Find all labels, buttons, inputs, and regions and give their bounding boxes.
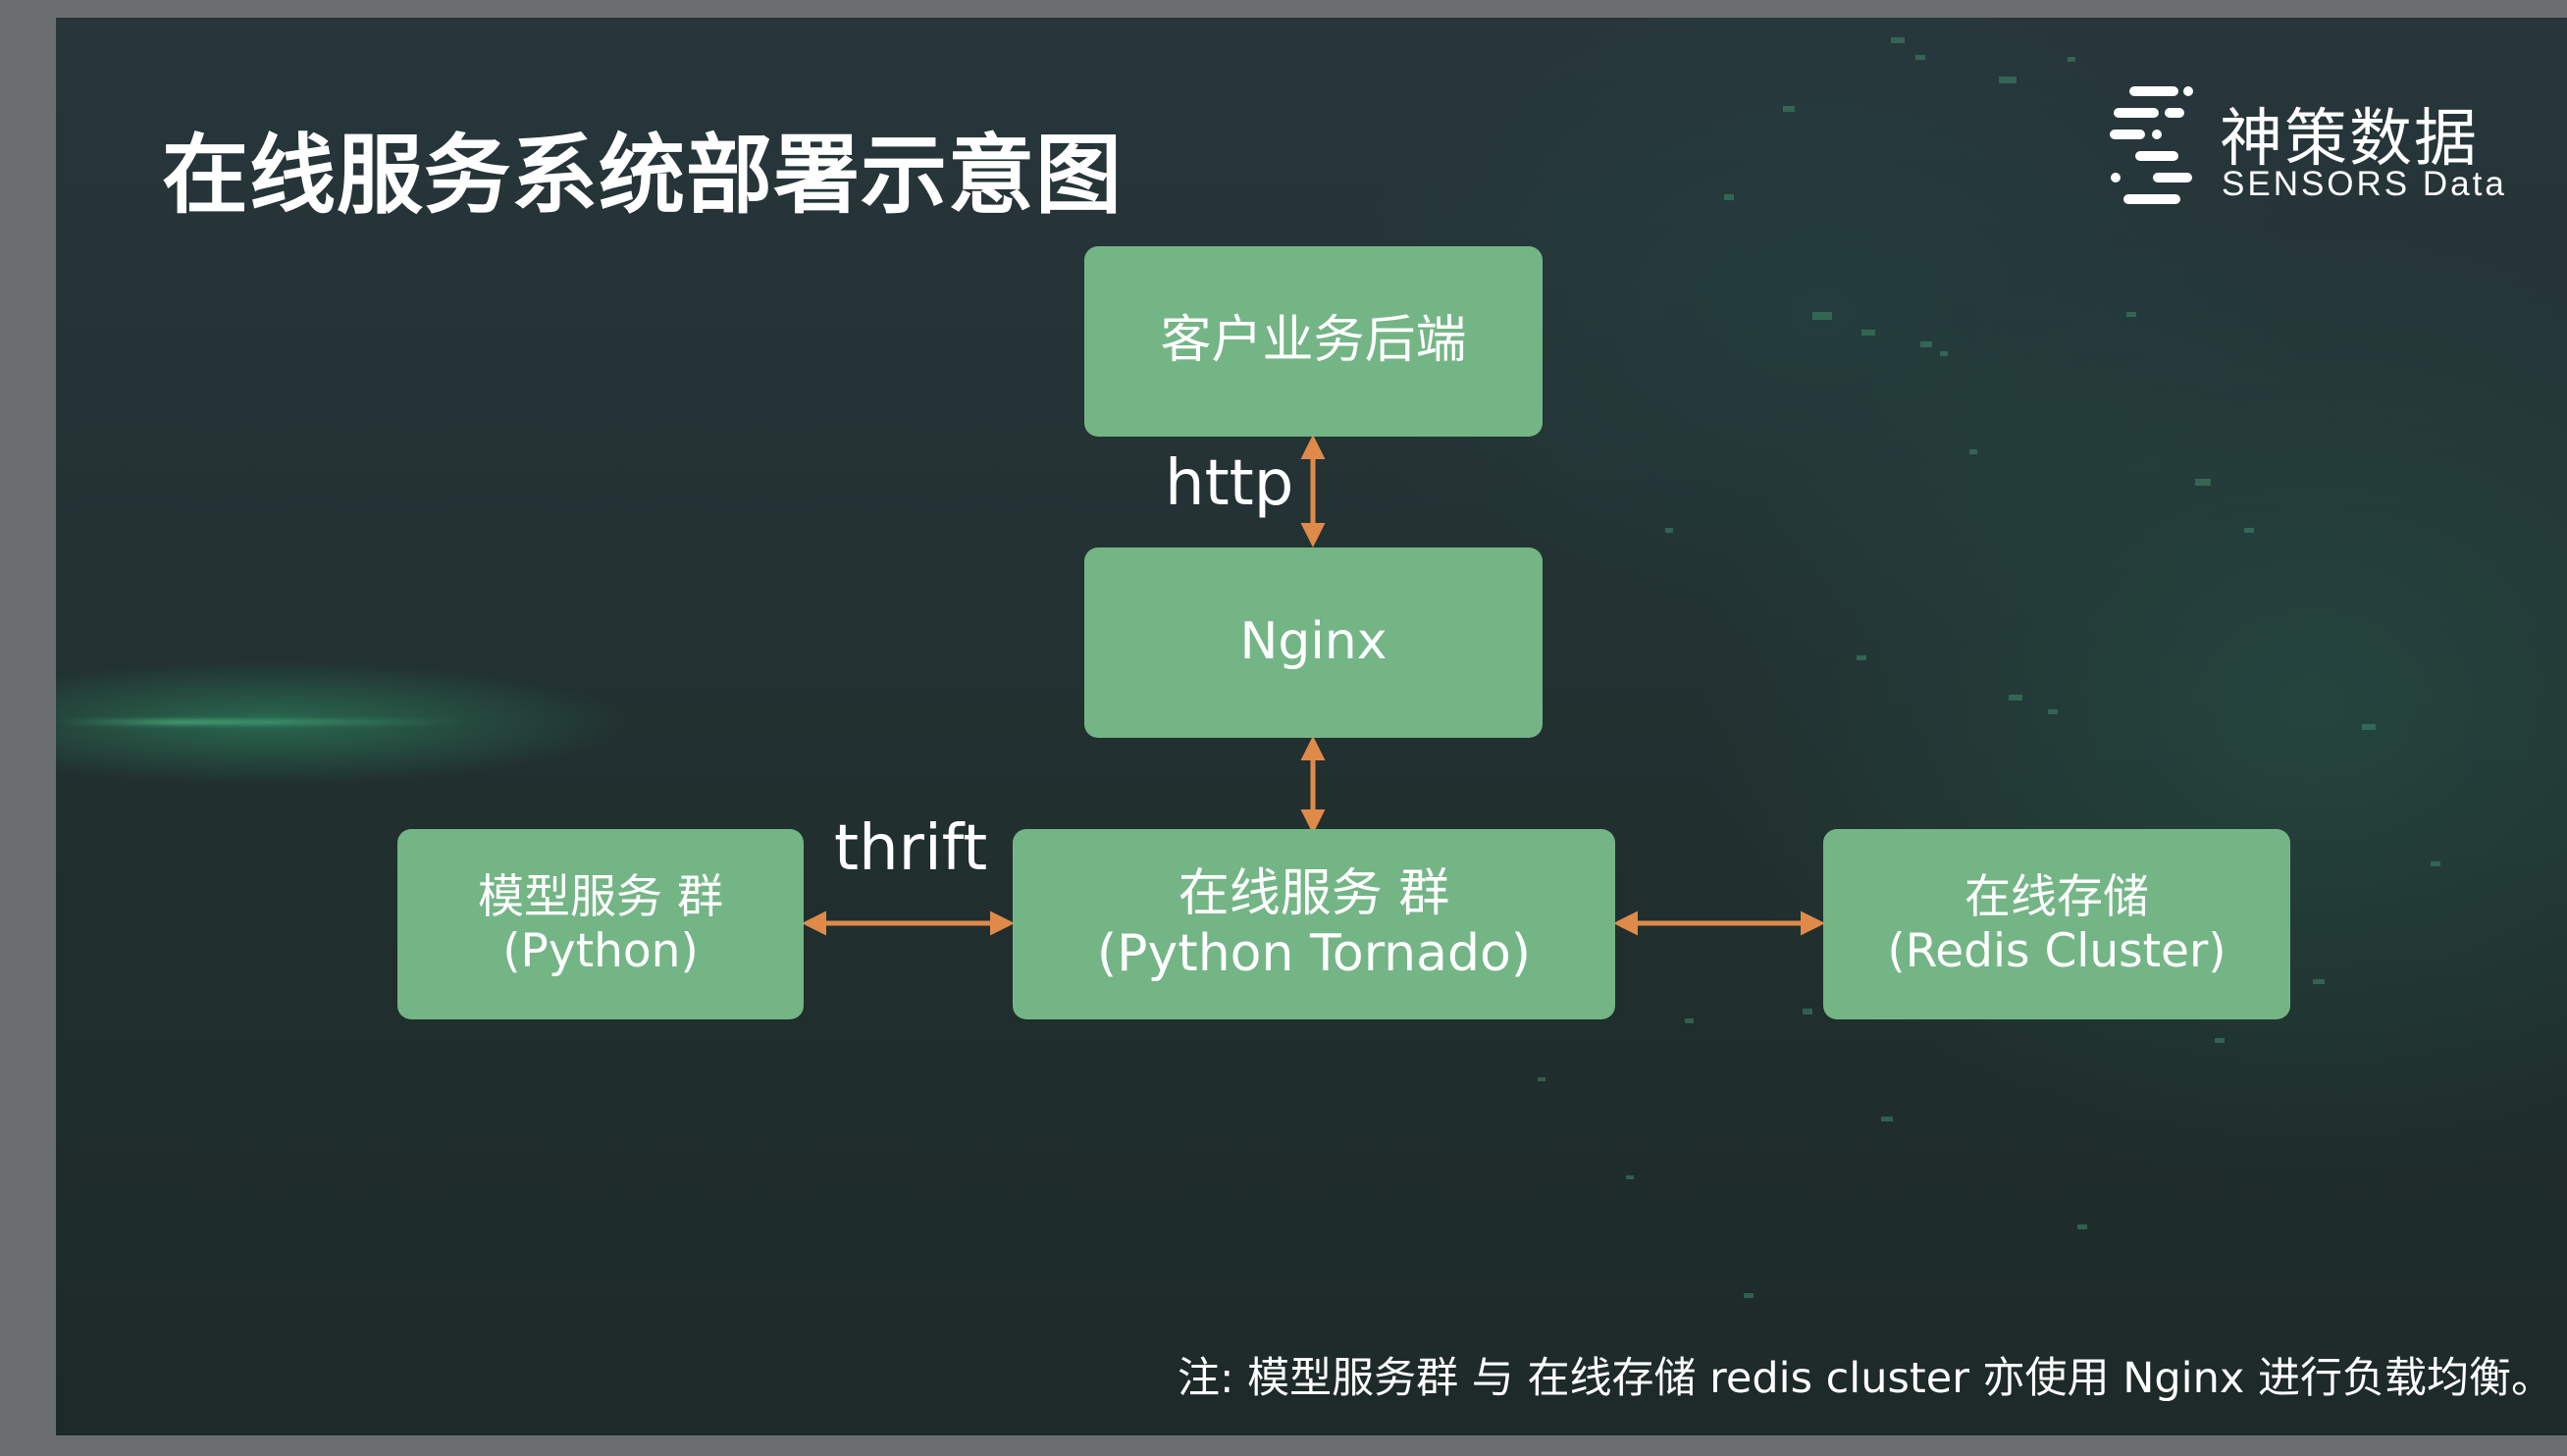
decorative-glow-line	[56, 719, 468, 725]
slide: 在线服务系统部署示意图 神策数据 SENSORS Data	[56, 18, 2567, 1435]
logo-chinese-name: 神策数据	[2220, 103, 2479, 176]
http-edge-label: http	[1165, 447, 1294, 520]
online-service-node: 在线服务 群 (Python Tornado)	[1013, 829, 1615, 1019]
diagram-connectors	[802, 435, 1825, 936]
client-backend-node: 客户业务后端	[1084, 246, 1543, 437]
online-storage-node: 在线存储 (Redis Cluster)	[1823, 829, 2290, 1019]
client-backend-label: 客户业务后端	[1160, 311, 1467, 371]
sensors-logo-icon	[2110, 86, 2193, 204]
logo-english-name: SENSORS Data	[2222, 165, 2507, 203]
online-storage-tech: (Redis Cluster)	[1887, 924, 2226, 978]
footnote: 注: 模型服务群 与 在线存储 redis cluster 亦使用 Nginx …	[1177, 1354, 2553, 1403]
sensors-data-logo: 神策数据 SENSORS Data	[2102, 75, 2514, 222]
page-title: 在线服务系统部署示意图	[162, 125, 1124, 226]
thrift-edge-label: thrift	[834, 812, 988, 885]
model-service-label: 模型服务 群	[478, 869, 723, 924]
model-service-tech: (Python)	[502, 924, 699, 978]
online-service-label: 在线服务 群	[1178, 863, 1450, 923]
online-storage-label: 在线存储	[1965, 869, 2149, 924]
nginx-label: Nginx	[1239, 612, 1388, 672]
online-service-tech: (Python Tornado)	[1096, 924, 1532, 983]
decorative-particle-background	[1538, 37, 2440, 1298]
model-service-node: 模型服务 群 (Python)	[397, 829, 804, 1019]
nginx-node: Nginx	[1084, 547, 1543, 738]
